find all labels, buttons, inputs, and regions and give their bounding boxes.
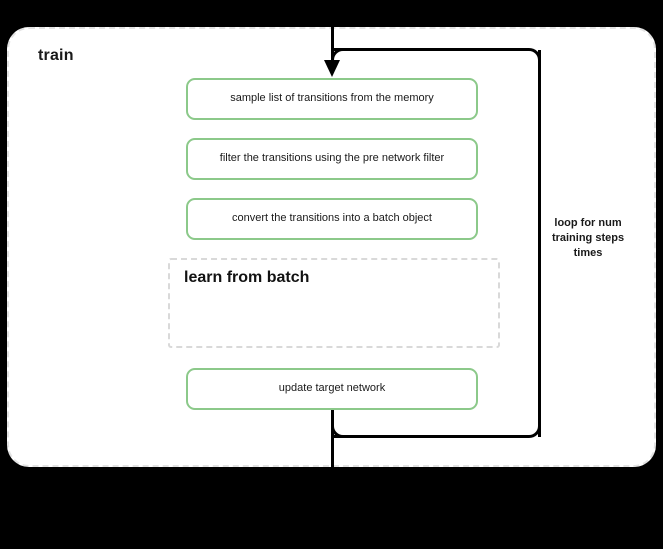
process-box-update-target-network[interactable]: update target network bbox=[186, 368, 478, 410]
entry-arrowhead-icon bbox=[324, 60, 340, 77]
process-box-filter-transitions[interactable]: filter the transitions using the pre net… bbox=[186, 138, 478, 180]
entry-connector-line bbox=[331, 0, 334, 62]
loop-bottom-segment bbox=[333, 435, 529, 438]
loop-top-segment bbox=[333, 48, 529, 51]
process-box-label: sample list of transitions from the memo… bbox=[230, 92, 434, 105]
subblock-title: learn from batch bbox=[184, 269, 310, 286]
process-box-label: update target network bbox=[278, 382, 386, 395]
process-box-label: filter the transitions using the pre net… bbox=[219, 152, 445, 165]
process-box-sample-transitions[interactable]: sample list of transitions from the memo… bbox=[186, 78, 478, 120]
loop-corner-bottom-right bbox=[527, 424, 541, 438]
loop-corner-top-right bbox=[527, 48, 541, 62]
loop-label: loop for num training steps times bbox=[551, 217, 625, 259]
exit-connector-line bbox=[331, 409, 334, 549]
page-title: train bbox=[38, 47, 74, 64]
process-box-label: convert the transitions into a batch obj… bbox=[232, 212, 432, 225]
loop-corner-top-left bbox=[331, 48, 345, 62]
process-box-convert-transitions[interactable]: convert the transitions into a batch obj… bbox=[186, 198, 478, 240]
subblock-learn-from-batch[interactable]: learn from batch bbox=[168, 258, 500, 348]
loop-right-segment bbox=[538, 50, 541, 437]
